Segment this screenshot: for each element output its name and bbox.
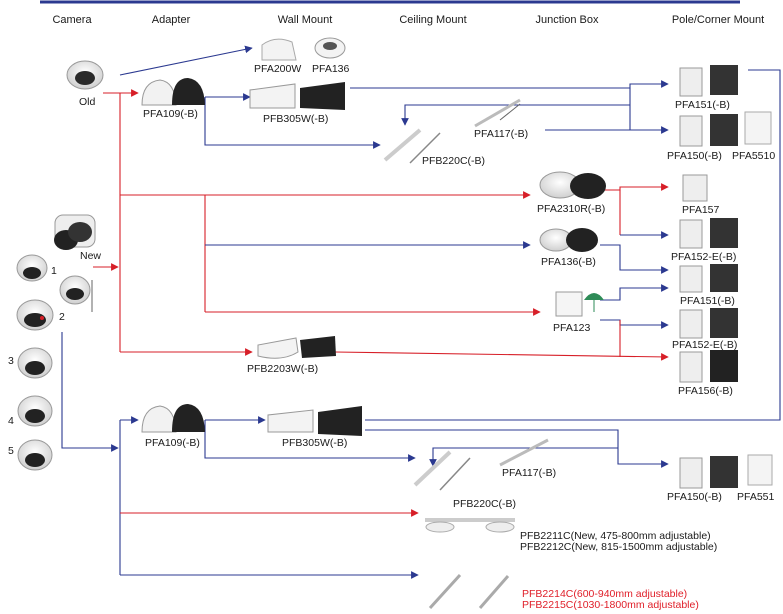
pfb305w-bot-icon xyxy=(267,406,362,436)
connectors xyxy=(61,45,781,579)
label-pfb2212c: PFB2212C(New, 815-1500mm adjustable) xyxy=(520,541,718,553)
line-109-220c xyxy=(204,97,381,149)
line-2310r-157 xyxy=(600,183,669,191)
camera-1-icon xyxy=(16,254,48,282)
label-pfa551-bot: PFA551 xyxy=(737,491,775,503)
label-pfa150-bot: PFA150(-B) xyxy=(667,491,722,503)
line-305-151 xyxy=(350,80,669,89)
label-pfb2214c: PFB2214C(600-940mm adjustable) xyxy=(522,588,688,600)
pfa151-mid-icon xyxy=(679,264,738,293)
pfb2203w-icon xyxy=(257,336,336,359)
camera-3-label: 3 xyxy=(8,355,14,367)
label-pfa150-top: PFA150(-B) xyxy=(667,150,722,162)
column-header-pole-mount: Pole/Corner Mount xyxy=(671,14,765,26)
pfb220c-bot-icon xyxy=(413,450,471,491)
label-pfa117-top: PFA117(-B) xyxy=(474,128,529,140)
camera-old-icon xyxy=(66,60,104,90)
pfb2211c-icon xyxy=(425,518,515,533)
line-305b-150 xyxy=(365,429,669,468)
pfb305w-top-icon xyxy=(249,82,345,110)
pfa152e-a-icon xyxy=(679,218,738,249)
label-pfa152e-a: PFA152-E(-B) xyxy=(671,251,737,263)
line-123-152b xyxy=(600,319,669,329)
camera-2-icon xyxy=(16,299,54,331)
camera-3-icon xyxy=(17,347,53,379)
line-old-wall xyxy=(119,45,253,76)
pfa151-top-icon xyxy=(679,65,738,97)
label-pfb220c-bot: PFB220C(-B) xyxy=(453,498,517,510)
pfa117-top-icon xyxy=(474,98,521,128)
pfb220c-top-icon xyxy=(383,128,441,164)
label-pfa156: PFA156(-B) xyxy=(678,385,733,397)
column-header-adapter: Adapter xyxy=(151,14,191,26)
pfa152e-b-icon xyxy=(679,308,738,339)
line-117b-loop xyxy=(429,447,618,467)
label-pfb220c-top: PFB220C(-B) xyxy=(422,155,486,167)
label-pfb2215c: PFB2215C(1030-1800mm adjustable) xyxy=(522,599,699,611)
label-pfb2211c: PFB2211C(New, 475-800mm adjustable) xyxy=(520,530,711,542)
pfa109-bot-icon xyxy=(141,404,205,433)
pfa109-top-icon xyxy=(141,78,205,106)
label-pfb305w-bot: PFB305W(-B) xyxy=(282,437,348,449)
column-header-wall-mount: Wall Mount xyxy=(277,14,333,26)
camera-4-label: 4 xyxy=(8,415,14,427)
label-pfa2310r: PFA2310R(-B) xyxy=(537,203,606,215)
label-pfa200w: PFA200W xyxy=(254,63,302,75)
label-pfa151-top: PFA151(-B) xyxy=(675,99,730,111)
label-pfa136-mid: PFA136(-B) xyxy=(541,256,596,268)
pfa150-top-icon xyxy=(679,111,772,147)
column-header-ceiling-mount: Ceiling Mount xyxy=(399,14,467,26)
line-cam2-adapter xyxy=(61,332,119,452)
label-pfb305w-top: PFB305W(-B) xyxy=(263,113,329,125)
label-pfa109-top: PFA109(-B) xyxy=(143,108,198,120)
pfa157-icon xyxy=(682,174,708,202)
camera-5-icon xyxy=(17,439,53,471)
column-header-junction-box: Junction Box xyxy=(535,14,599,26)
line-305b-return xyxy=(365,69,781,421)
label-pfa123: PFA123 xyxy=(553,322,591,334)
line-117-loop xyxy=(401,104,630,126)
pfa117-bot-icon xyxy=(499,438,549,467)
camera-old-label: Old xyxy=(79,96,96,108)
camera-5-label: 5 xyxy=(8,445,14,457)
pfb2214c-icon xyxy=(428,573,510,610)
line-136-151 xyxy=(600,244,669,274)
line-109b-220c xyxy=(204,420,416,462)
pfa2310r-icon xyxy=(539,171,606,199)
cameras-group xyxy=(16,60,104,471)
label-pfa5510-top: PFA5510 xyxy=(732,150,776,162)
camera-2-label: 2 xyxy=(59,311,65,323)
adapters-group xyxy=(141,37,773,610)
pfa123-icon xyxy=(555,291,604,317)
label-pfa152e-b: PFA152-E(-B) xyxy=(672,339,738,351)
label-pfa109-bot: PFA109(-B) xyxy=(145,437,200,449)
camera-1-label: 1 xyxy=(51,265,57,277)
camera-new-icon xyxy=(54,214,96,250)
label-pfa136-top: PFA136 xyxy=(312,63,350,75)
label-pfa157: PFA157 xyxy=(682,204,720,216)
pfa200w-icon xyxy=(261,38,297,61)
camera-4-icon xyxy=(17,395,53,427)
camera-new-label: New xyxy=(80,250,102,262)
label-pfa151-mid: PFA151(-B) xyxy=(680,295,735,307)
line-2203w-156 xyxy=(334,351,669,361)
line-123-151 xyxy=(600,284,669,301)
camera-1b-icon xyxy=(59,275,93,312)
label-pfb2203w: PFB2203W(-B) xyxy=(247,363,319,375)
pfa156-icon xyxy=(679,350,738,383)
pfa136-top-icon xyxy=(314,37,346,59)
pfa150-bot-icon xyxy=(679,454,773,489)
column-header-camera: Camera xyxy=(52,14,92,26)
pfa136-mid-icon xyxy=(539,228,598,252)
label-pfa117-bot: PFA117(-B) xyxy=(502,467,557,479)
